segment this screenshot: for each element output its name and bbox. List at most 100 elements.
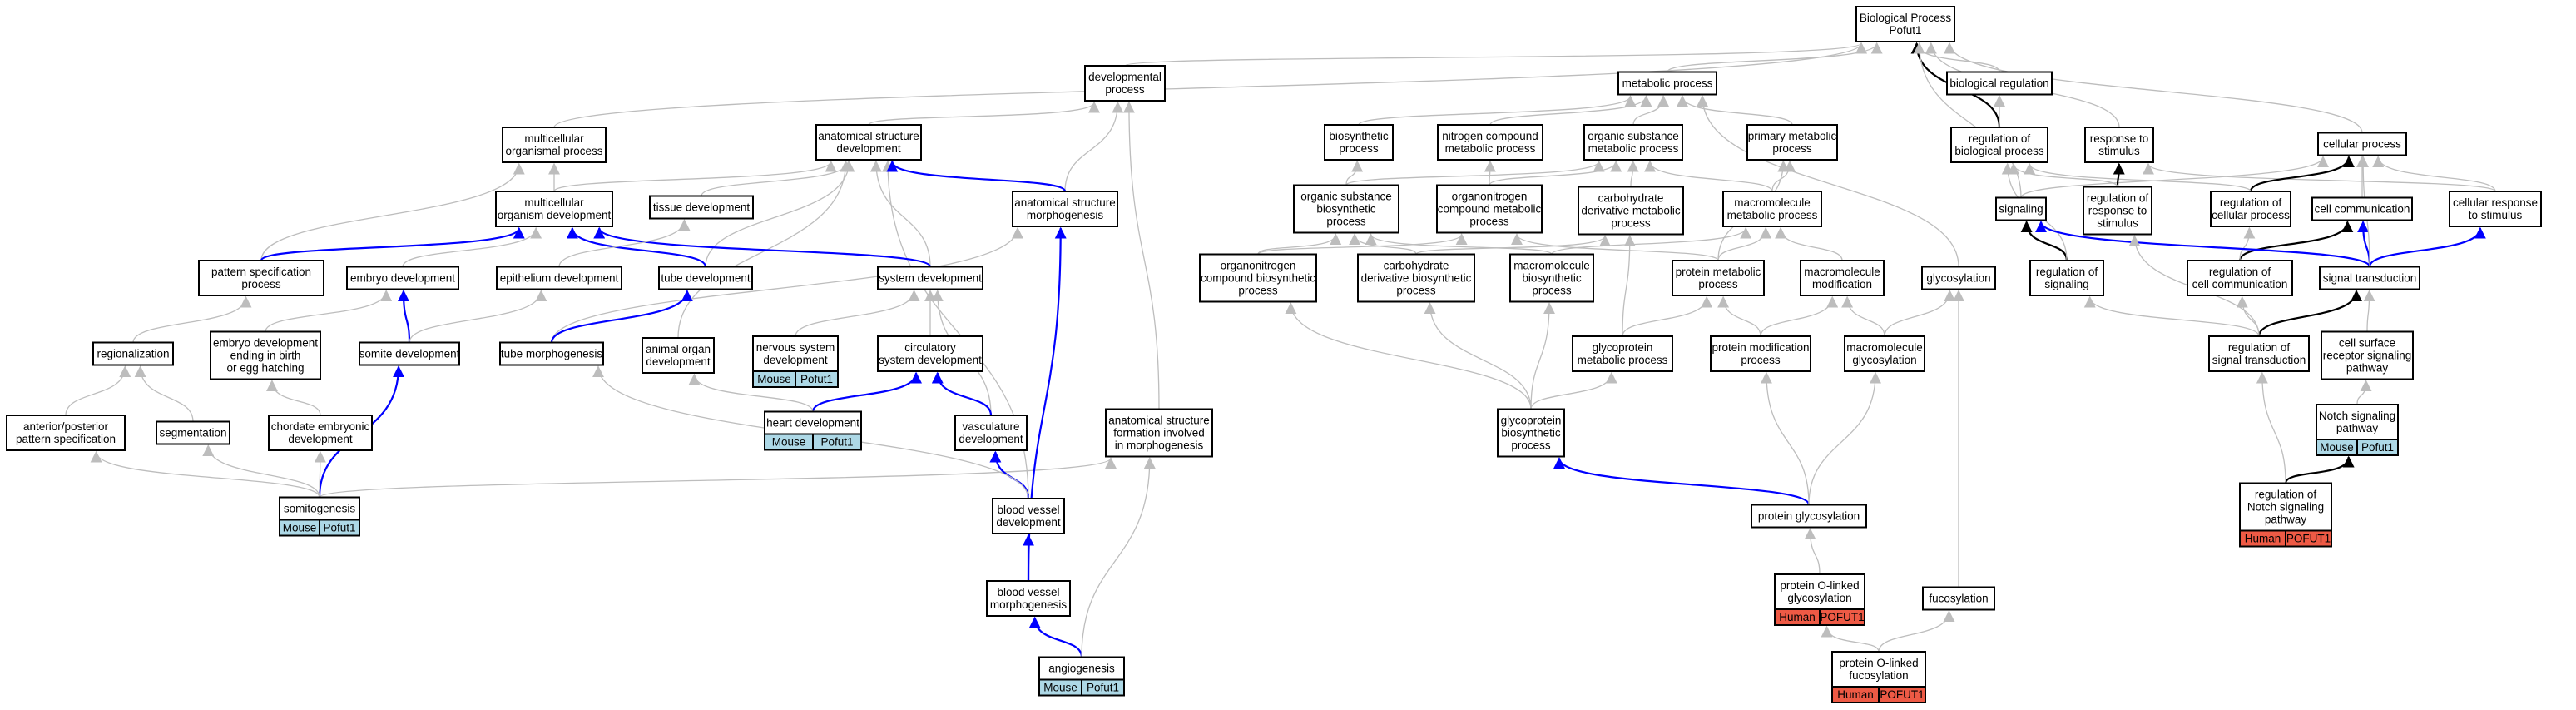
term-label-line: macromolecule (1734, 196, 1811, 209)
gene-label: POFUT1 (2286, 533, 2331, 545)
term-label-line: glycosylation (1852, 354, 1916, 366)
term-label-line: carbohydrate (1598, 192, 1664, 205)
term-label-line: process (1611, 217, 1651, 230)
go-term-metabolic-process[interactable]: metabolic process (1617, 71, 1717, 96)
go-term-glycosylation[interactable]: glycosylation (1921, 266, 1996, 290)
species-label: Human (1779, 611, 1816, 623)
term-label-line: carbohydrate (1384, 260, 1449, 272)
edge-glycosylation-to-metabolic_process (1697, 95, 1959, 267)
term-label-line: macromolecule (1804, 266, 1880, 278)
term-box (658, 266, 753, 290)
term-label-line: nitrogen compound (1442, 130, 1538, 142)
term-label-line: system development (879, 354, 982, 366)
term-label-line: Notch signaling (2319, 410, 2395, 422)
go-term-embryo-development[interactable]: embryo development (346, 266, 459, 290)
gene-label: Pofut1 (2361, 441, 2394, 454)
go-term-tissue-development[interactable]: tissue development (649, 195, 754, 220)
go-term-epithelium-development[interactable]: epithelium development (496, 266, 622, 290)
go-term-tube-morphogenesis[interactable]: tube morphogenesis (499, 341, 604, 366)
term-box (2187, 260, 2293, 296)
go-term-tube-development[interactable]: tube development (658, 266, 753, 290)
term-box (2239, 482, 2332, 532)
go-term-segmentation[interactable]: segmentation (156, 420, 230, 445)
go-term-cell-communication[interactable]: cell communication (2311, 196, 2413, 221)
go-term-somite-development[interactable]: somite development (359, 341, 460, 366)
edge-glycoprotein_metabolic_process-to-carbohydrate_derivative_metabolic_process (1622, 235, 1636, 337)
term-label-line: derivative metabolic (1581, 205, 1681, 217)
go-term-signal-transduction[interactable]: signal transduction (2319, 266, 2420, 290)
term-label-line: derivative biosynthetic (1361, 272, 1472, 285)
go-term-signaling[interactable]: signaling (1995, 196, 2047, 221)
go-term-protein-glycosylation[interactable]: protein glycosylation (1751, 504, 1867, 529)
term-label-line: somitogenesis (284, 503, 356, 515)
term-label-line: vasculature (962, 420, 1019, 433)
term-box (268, 415, 373, 451)
term-box (1436, 184, 1543, 234)
term-label-line: process (1741, 354, 1781, 366)
edge-metabolic_process-to-biological_process (1667, 42, 1883, 73)
go-term-biological-regulation[interactable]: biological regulation (1946, 71, 2053, 96)
go-term-regionalization[interactable]: regionalization (92, 341, 174, 366)
term-box (2029, 260, 2104, 296)
go-term-cellular-process[interactable]: cellular process (2317, 132, 2407, 156)
term-box (2321, 330, 2414, 380)
go-term-system-development[interactable]: system development (877, 266, 983, 290)
term-box (877, 335, 983, 372)
term-label-line: segmentation (159, 427, 226, 439)
edge-protein_glycosylation-to-glycoprotein_biosynthetic_process (1553, 457, 1811, 505)
go-term-fucosylation[interactable]: fucosylation (1922, 586, 1995, 611)
edge-vasculature_development-to-circulatory_system_development (931, 371, 993, 416)
term-label-line: process (1238, 285, 1278, 297)
